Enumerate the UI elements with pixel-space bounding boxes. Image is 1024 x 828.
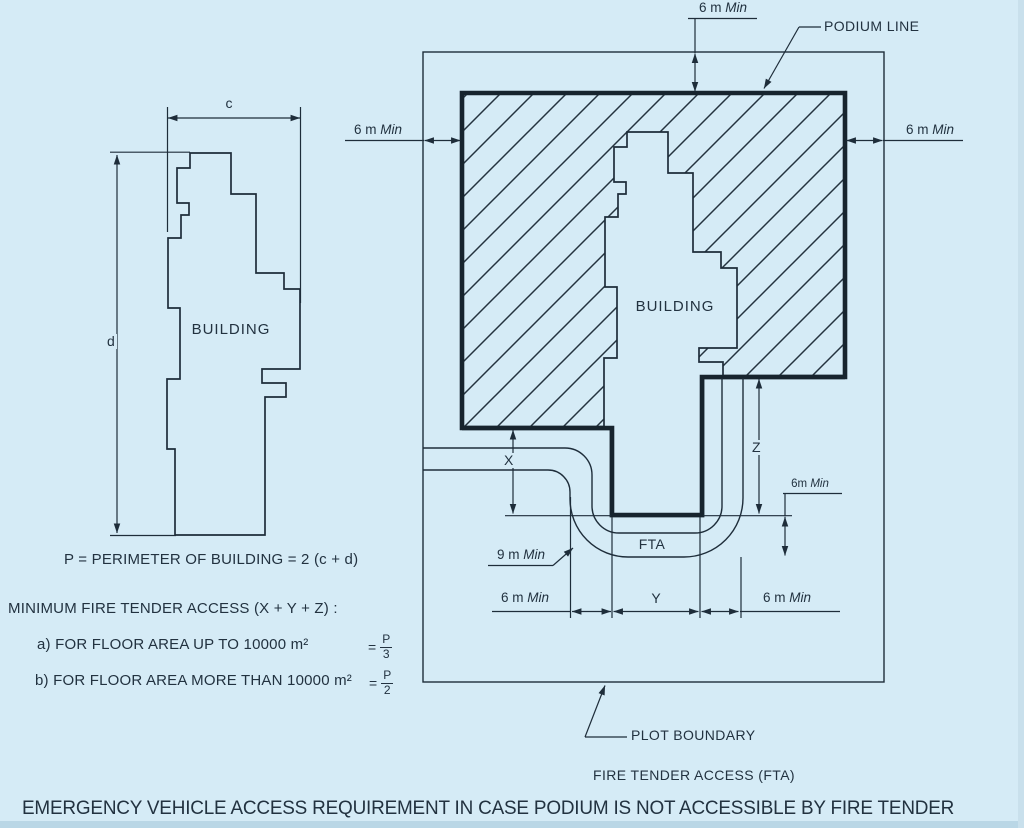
fire-tender-access-label: FIRE TENDER ACCESS (FTA) [593,767,795,783]
page-right-strip [1018,0,1024,828]
dimension-lines [110,17,963,738]
podium-line-bottom-edge [462,374,845,518]
plot-boundary [422,51,885,683]
dim-9m-radius-label: 9 m Min [496,547,546,562]
fta-road [423,378,744,558]
min-access-heading: MINIMUM FIRE TENDER ACCESS (X + Y + Z) : [8,600,338,617]
note-item-b: b) FOR FLOOR AREA MORE THAN 10000 m² [35,672,352,689]
dim-x-label: X [502,452,516,468]
dim-right-6m-label: 6 m Min [905,122,955,137]
figure-caption: EMERGENCY VEHICLE ACCESS REQUIREMENT IN … [22,797,955,819]
dim-y-label: Y [651,590,661,606]
fta-road-label: FTA [638,536,666,552]
podium-line-label: PODIUM LINE [824,18,920,34]
perimeter-formula: P = PERIMETER OF BUILDING = 2 (c + d) [64,551,359,568]
dim-bottom-right-6m-label: 6 m Min [762,590,812,605]
dim-left-6m-label: 6 m Min [353,122,403,137]
note-item-a: a) FOR FLOOR AREA UP TO 10000 m² [37,636,309,653]
page-bottom-strip [0,821,1024,828]
dim-inner-6m-label: 6m Min [791,478,829,490]
dim-z-label: Z [750,439,763,455]
dim-top-6m-label: 6 m Min [698,0,748,15]
building-label-right: BUILDING [635,298,715,315]
dim-d-label: d [105,333,117,349]
dim-bottom-left-6m-label: 6 m Min [500,590,550,605]
plot-boundary-label: PLOT BOUNDARY [631,727,756,743]
building-label-left: BUILDING [191,321,271,338]
building-left-outline [166,152,301,536]
dim-c-label: c [225,95,233,111]
